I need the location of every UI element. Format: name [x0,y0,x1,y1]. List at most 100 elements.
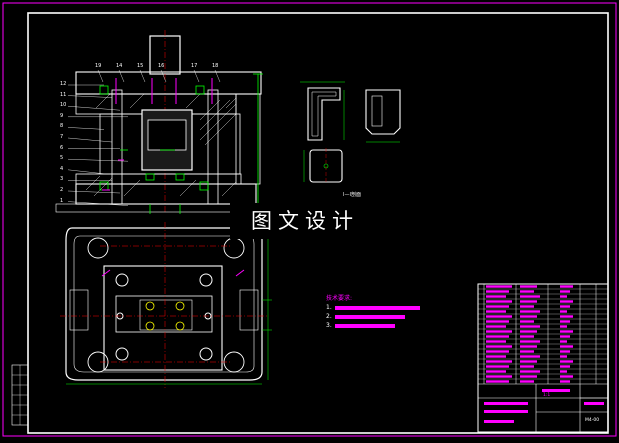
parts-list-entry [520,290,534,293]
parts-list-entry [486,375,512,378]
parts-list-entry [520,355,540,358]
detail-view-square [303,148,343,184]
parts-list-entry [560,310,567,313]
parts-list-entry [520,330,537,333]
plan-view [65,227,263,381]
parts-list-entry [520,365,534,368]
title-block-drawing-no: M4-00 [585,418,600,423]
parts-list-entry [486,320,509,323]
part-number-left-11: 11 [60,91,67,98]
parts-list-entry [520,305,534,308]
plan-dimensions [66,228,272,385]
part-number-left-9: 9 [60,112,64,119]
part-number-left-5: 5 [60,155,64,162]
parts-list-entry [560,340,567,343]
parts-list-entry [486,310,506,313]
parts-list-entry [520,325,540,328]
parts-list-entry [520,345,537,348]
part-number-left-2: 2 [60,187,64,193]
note-line-1: 1. [326,304,332,311]
note-line-3: 3. [326,322,332,329]
parts-list-entry [486,335,509,338]
parts-list-entry [560,350,570,353]
parts-list-entry [520,350,534,353]
part-number-left-8: 8 [60,123,64,130]
parts-list-entry [560,380,570,383]
parts-list-entry [486,350,509,353]
part-number-left-3: 3 [60,176,64,183]
leader-left-4 [67,169,105,174]
parts-list-entry [560,325,567,328]
sheet-inner-border [27,12,609,434]
parts-list-entry [520,320,534,323]
parts-list-entry [486,360,512,363]
parts-list-entry [486,330,512,333]
part-number-top-15: 15 [137,63,144,69]
parts-list-entry [486,355,506,358]
leader-top-16 [160,69,167,83]
title-block-scale: 1:1 [543,393,551,398]
parts-list-entry [486,365,509,368]
leader-top-19 [97,69,104,83]
parts-list-entry [486,285,512,288]
parts-list-entry [486,290,509,293]
plan-ejectors [145,301,185,331]
part-number-top-16: 16 [158,63,165,69]
leader-left-7 [67,137,113,143]
parts-list-entry [486,325,506,328]
parts-list-entry [560,355,567,358]
parts-list-entry [486,295,506,298]
leader-left-11 [67,95,113,98]
plan-centerlines [60,222,268,388]
watermark-text: 图文设计 [230,203,380,239]
leader-left-1 [67,201,129,206]
part-number-top-19: 19 [95,63,102,69]
parts-list-entry [520,340,540,343]
parts-list-entry [520,335,534,338]
leader-top-15 [139,69,146,83]
leader-left-2 [67,190,121,194]
parts-list-entry [560,370,567,373]
parts-list-entry [520,380,534,383]
part-number-left-4: 4 [60,165,64,172]
part-number-left-6: 6 [60,144,64,151]
parts-list-entry [560,315,573,318]
part-number-top-14: 14 [116,63,123,69]
parts-list-entry [486,380,509,383]
leader-top-14 [118,69,125,83]
detail-view-l-bracket [300,81,345,141]
parts-list-entry [560,290,570,293]
parts-list-entry [520,315,537,318]
parts-list-entry [560,300,573,303]
part-number-top-17: 17 [191,63,198,69]
parts-list-entry [560,305,570,308]
parts-list-columns [483,284,597,384]
part-number-left-1: 1 [60,197,64,204]
parts-list-entry [560,285,573,288]
parts-list-entry [486,345,512,348]
parts-list-entry [560,335,570,338]
technical-notes: 技术要求: 1. 2. 3. [326,294,420,330]
parts-list-entry [520,295,540,298]
leader-left-8 [67,127,105,130]
part-number-left-7: 7 [60,134,64,140]
section-details [99,73,263,214]
parts-list-entry [486,300,512,303]
parts-list-entry [560,345,573,348]
note-line-2: 2. [326,313,332,320]
parts-list-entry [520,285,537,288]
part-number-left-12: 12 [60,81,67,87]
parts-list-entry [560,365,570,368]
title-block-fills [484,389,604,423]
detail-view-u-block [365,89,401,143]
left-edge-table [11,364,29,426]
parts-list-entry [520,375,537,378]
parts-list-entry [520,360,537,363]
parts-list-entry [560,375,573,378]
part-number-top-18: 18 [212,63,219,69]
parts-list-entry [520,300,537,303]
parts-list-entry [560,295,567,298]
leader-top-17 [193,69,200,83]
parts-list-entry [560,360,573,363]
